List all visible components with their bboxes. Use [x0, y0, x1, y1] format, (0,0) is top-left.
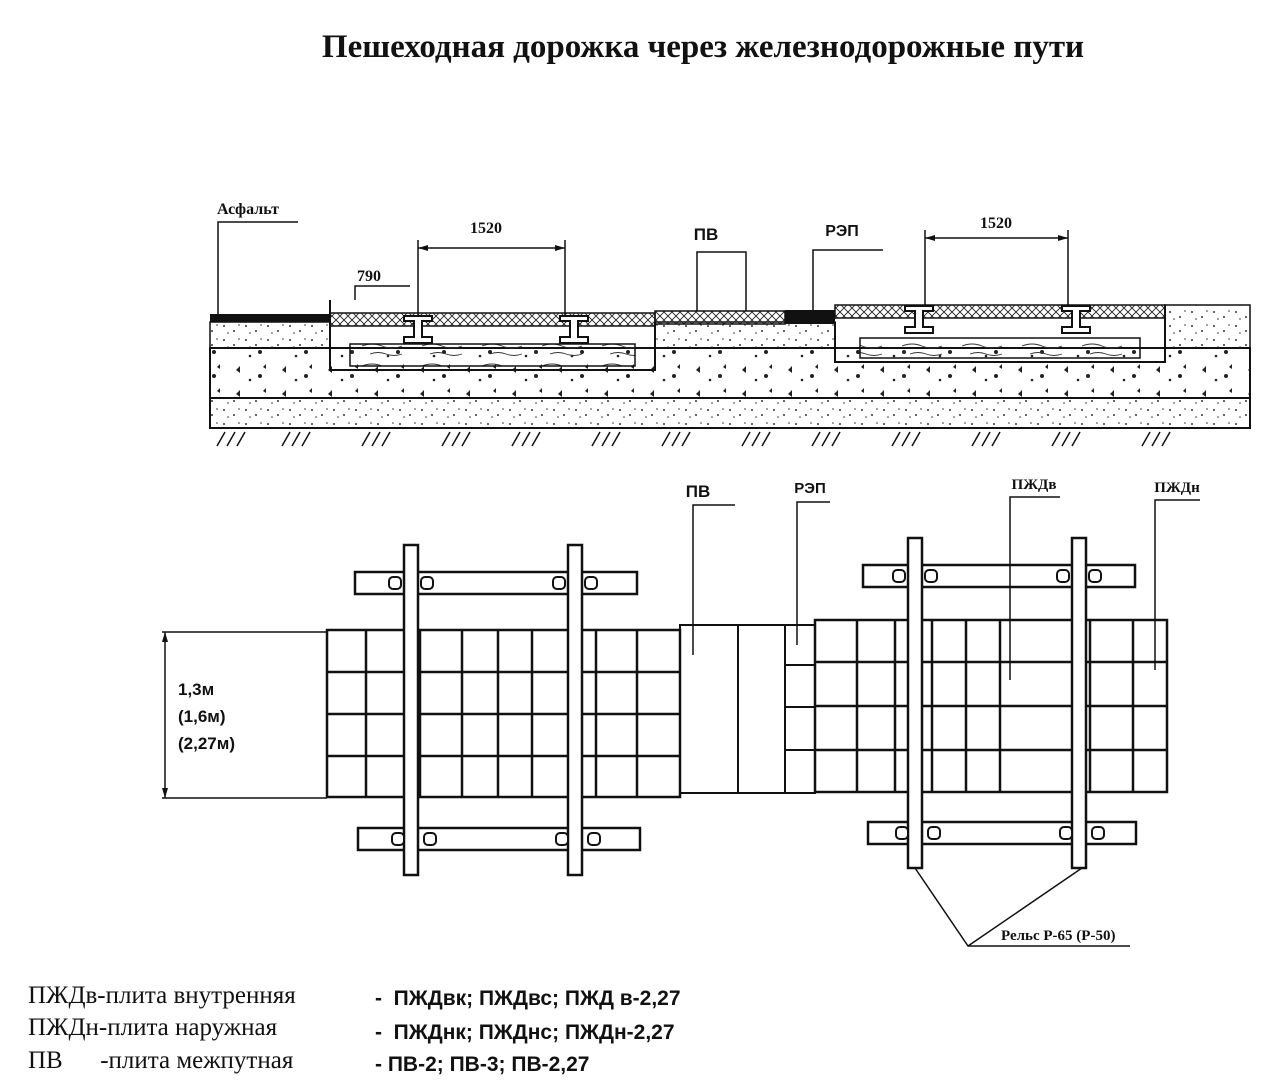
legend: ПЖДв-плита внутренняя - ПЖДвк; ПЖДвс; ПЖ…	[28, 982, 681, 1076]
plan-view: 1,3м (1,6м) (2,27м) ПВ РЭП ПЖДв ПЖДн Рел…	[162, 477, 1200, 947]
legend-codes-1: - ПЖДвк; ПЖДвс; ПЖД в-2,27	[375, 987, 681, 1010]
dim-1520-right-line	[924, 230, 1069, 306]
pv-section-leader	[696, 251, 747, 311]
width-value-3: (2,27м)	[178, 734, 235, 753]
left-slab	[329, 312, 656, 327]
rail-plan-2	[566, 543, 584, 877]
pzhdn-plan-leader	[1154, 499, 1200, 670]
rep-plan-leader	[796, 501, 830, 645]
left-track-bed	[329, 300, 656, 371]
upper-layer-right	[1164, 304, 1251, 349]
legend-term-3: ПВ -плита межпутная	[28, 1047, 294, 1074]
pv-plan-label: ПВ	[686, 482, 711, 501]
pzhdv-plan-leader	[1009, 496, 1060, 680]
rep-section-leader	[812, 249, 883, 310]
legend-term-2: ПЖДн-плита наружная	[28, 1014, 278, 1041]
asphalt-label: Асфальт	[217, 201, 279, 218]
right-track-bed	[834, 305, 1166, 363]
width-value-1: 1,3м	[178, 680, 214, 699]
rail-fastenings	[388, 569, 1105, 846]
pv-slab-section	[654, 310, 786, 325]
right-sleeper	[859, 337, 1141, 359]
width-dimension	[162, 631, 327, 799]
pzhd-slab-left	[325, 628, 682, 799]
asphalt-leader	[217, 221, 298, 314]
upper-layer-middle	[654, 321, 836, 349]
ground-hatch	[216, 431, 1171, 447]
section-rail-1	[403, 315, 433, 344]
legend-term-1: ПЖДв-плита внутренняя	[28, 982, 296, 1009]
cross-section: Асфальт 790 1520 1520 ПВ РЭП	[209, 201, 1251, 447]
dim-790-leader	[354, 285, 410, 300]
upper-layer-left	[209, 321, 331, 349]
dim-1520-left-line	[417, 240, 566, 316]
dim-1520-right-label: 1520	[980, 215, 1012, 232]
right-slab	[834, 304, 1166, 319]
section-rail-4	[1061, 305, 1091, 334]
pv-slab-plan	[679, 624, 786, 794]
page-title: Пешеходная дорожка через железнодорожные…	[322, 29, 1084, 65]
legend-codes-2: - ПЖДнк; ПЖДнс; ПЖДн-2,27	[375, 1021, 675, 1044]
pzhdv-plan-label: ПЖДв	[1012, 477, 1057, 493]
base-layer-sand	[209, 397, 1251, 429]
rail-plan-4	[1070, 536, 1088, 870]
rep-block-section	[785, 310, 835, 324]
rep-strip-plan	[784, 624, 816, 794]
section-rail-3	[904, 305, 934, 334]
rail-plan-3	[906, 536, 924, 870]
pv-plan-leader	[692, 504, 735, 655]
left-sleeper	[349, 343, 636, 367]
pzhd-slab-right	[813, 618, 1169, 794]
rep-section-label: РЭП	[825, 223, 859, 240]
dim-1520-left-label: 1520	[470, 220, 502, 237]
asphalt-layer	[210, 314, 330, 322]
rep-plan-label: РЭП	[794, 480, 825, 497]
rail-plan-1	[402, 543, 420, 877]
section-rail-2	[559, 315, 589, 344]
width-value-2: (1,6м)	[178, 707, 226, 726]
legend-codes-3: - ПВ-2; ПВ-3; ПВ-2,27	[375, 1053, 589, 1076]
pv-section-label: ПВ	[694, 225, 719, 244]
pzhdn-plan-label: ПЖДн	[1154, 480, 1200, 496]
dim-790-label: 790	[357, 268, 381, 285]
rail-label-leader	[914, 867, 1130, 947]
rail-label: Рельс Р-65 (Р-50)	[1001, 928, 1115, 944]
